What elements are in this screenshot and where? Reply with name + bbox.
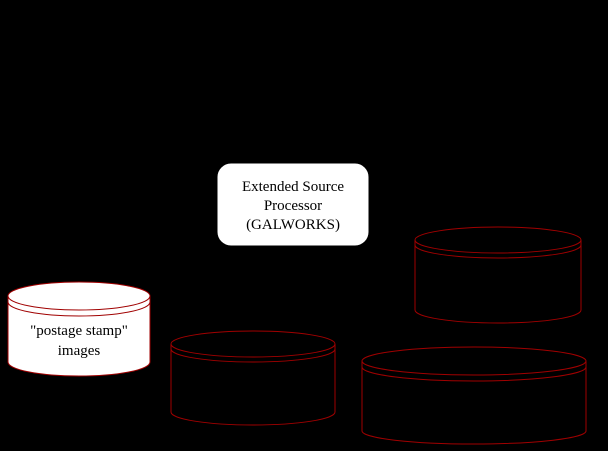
cylinder-postage-stamp-images[interactable]: "postage stamp" images [7,281,151,377]
process-box-label-line-1: Extended Source [242,179,344,195]
cylinder-upper-right[interactable] [414,226,582,324]
postage-stamp-label-line-1: "postage stamp" [30,323,128,339]
cylinder-body [361,361,587,445]
cylinder-top [414,226,582,254]
cylinder-bottom-right[interactable] [361,346,587,445]
cylinder-rim [414,244,582,259]
cylinder-top [7,281,151,311]
process-box-label-line-2: Processor [264,198,322,214]
cylinder-body [7,296,151,377]
cylinder-body [170,344,336,426]
process-box-label-line-3: (GALWORKS) [246,217,340,233]
cylinder-top [170,330,336,358]
process-box-shape [217,163,369,246]
cylinder-bottom-center[interactable] [170,330,336,426]
cylinder-rim [7,301,151,317]
postage-stamp-label-line-2: images [58,343,101,359]
cylinder-body [414,240,582,324]
cylinder-top [361,346,587,376]
cylinder-rim [361,366,587,382]
process-box-galworks[interactable]: Extended Source Processor (GALWORKS) [217,163,369,246]
cylinder-rim [170,348,336,363]
